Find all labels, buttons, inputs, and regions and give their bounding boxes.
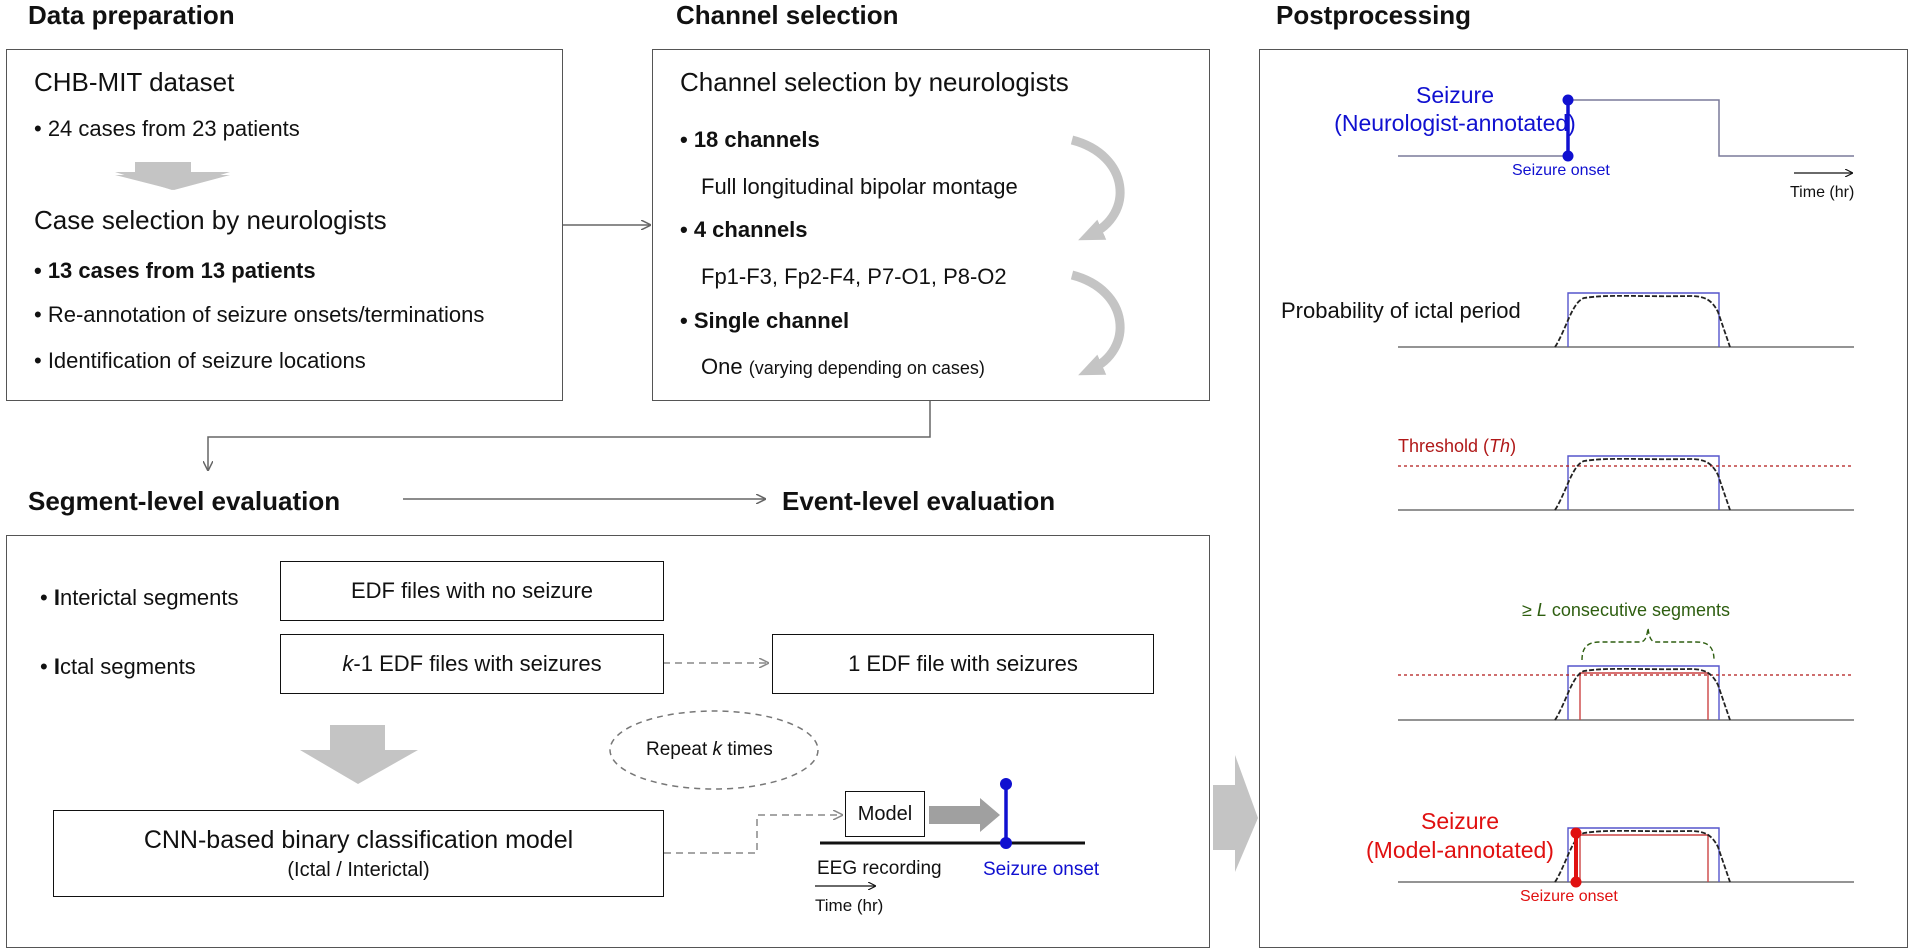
eeg-recording-label: EEG recording [817,858,942,879]
down-arrow-head [115,172,230,190]
threshold-label: Threshold (Th) [1398,436,1517,456]
channel-selection-panel [652,49,1210,401]
repeat-ellipse [609,710,819,790]
channel-18: • 18 channels [680,127,820,152]
dataset-title: CHB-MIT dataset [34,67,235,97]
down-arrow-icon [300,725,418,784]
reference-box [1567,827,1720,882]
dataset-item: • 24 cases from 23 patients [34,116,300,141]
probability-curve [1554,294,1731,348]
probability-label: Probability of ictal period [1281,298,1521,323]
postprocessing-panel [1259,49,1908,948]
data-preparation-panel [6,49,563,401]
curved-arrow-icon [1070,270,1125,376]
channel-single: • Single channel [680,308,850,333]
seizure-onset-top: Seizure onset [1512,162,1610,179]
onset-dot [1562,150,1574,162]
seizure-model-label: Seizure [1421,808,1499,834]
right-arrow-icon [1213,755,1258,872]
model-box: Model [845,791,925,837]
consecutive-brace [1581,627,1715,661]
probability-curve [1554,457,1731,511]
consecutive-label: ≥ L consecutive segments [1522,600,1730,620]
reference-box [1567,455,1720,510]
channel-18-desc: Full longitudinal bipolar montage [701,174,1018,199]
postprocessing-title: Postprocessing [1276,0,1472,30]
repeat-label: Repeat k times [646,739,773,760]
reference-box [1567,665,1720,720]
channel-selection-subtitle: Channel selection by neurologists [680,67,1069,97]
probability-curve [1554,829,1731,883]
thick-arrow-icon [929,798,1000,832]
seizure-model-sub: (Model-annotated) [1366,837,1554,863]
curved-arrow-icon [1070,135,1125,241]
seizure-onset-bottom: Seizure onset [1520,888,1618,905]
one-edf-box: 1 EDF file with seizures [772,634,1154,694]
reference-box [1567,292,1720,347]
onset-dot [1000,778,1012,790]
case-item-3: • Identification of seizure locations [34,348,366,373]
probability-curve [1554,667,1731,721]
elbow-arrow [208,401,931,470]
channel-4-desc: Fp1-F3, Fp2-F4, P7-O1, P8-O2 [701,264,1007,289]
interictal-label: • Interictal segments [40,585,239,610]
model-box [1579,834,1709,882]
cnn-model-box: CNN-based binary classification model (I… [53,810,664,897]
case-selection-title: Case selection by neurologists [34,205,387,235]
onset-dot [1562,94,1574,106]
seizure-neuro-sub: (Neurologist-annotated) [1334,110,1576,136]
dashed-arrow [664,815,842,854]
segment-level-title: Segment-level evaluation [28,486,341,516]
case-item-2: • Re-annotation of seizure onsets/termin… [34,302,485,327]
model-onset-dot [1570,827,1582,839]
channel-selection-title: Channel selection [676,0,899,30]
data-preparation-title: Data preparation [28,0,235,30]
case-item-1: • 13 cases from 13 patients [34,258,316,283]
event-level-title: Event-level evaluation [782,486,1056,516]
model-box [1579,672,1709,720]
neuro-annotation-trace [1398,99,1854,157]
seizure-onset-label: Seizure onset [983,859,1100,880]
channel-single-desc: One (varying depending on cases) [701,354,985,379]
onset-dot [1000,837,1012,849]
seizure-neuro-label: Seizure [1416,82,1494,108]
time-axis-label: Time (hr) [1790,184,1855,201]
time-axis-label: Time (hr) [815,896,884,915]
ictal-label: • Ictal segments [40,654,196,679]
no-seizure-box: EDF files with no seizure [280,561,664,621]
model-onset-dot [1570,876,1582,888]
channel-4: • 4 channels [680,217,808,242]
k1-seizure-box: k-1 EDF files with seizures [280,634,664,694]
